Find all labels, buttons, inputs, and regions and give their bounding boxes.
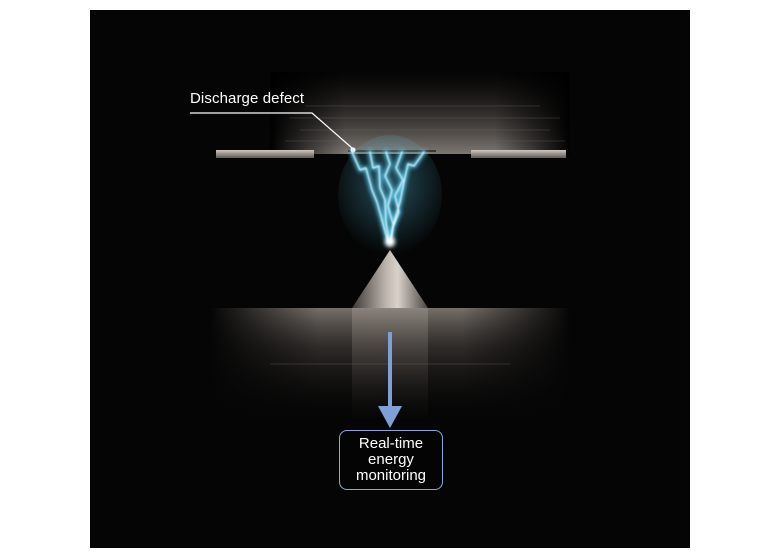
diagram-artwork — [190, 72, 570, 428]
callout-leader-line — [190, 112, 353, 149]
diagram-canvas: Discharge defect Real-time energy monito… — [90, 10, 690, 548]
discharge-defect-label: Discharge defect — [190, 90, 305, 107]
lower-electrode-cone — [352, 250, 428, 308]
arrow-down-icon — [378, 332, 402, 428]
upper-electrode-glow — [270, 72, 570, 154]
right-electrode-plate — [471, 150, 566, 158]
energy-monitoring-box: Real-time energy monitoring — [339, 430, 443, 490]
spark-discharge — [338, 135, 442, 255]
left-electrode-plate — [216, 150, 314, 158]
